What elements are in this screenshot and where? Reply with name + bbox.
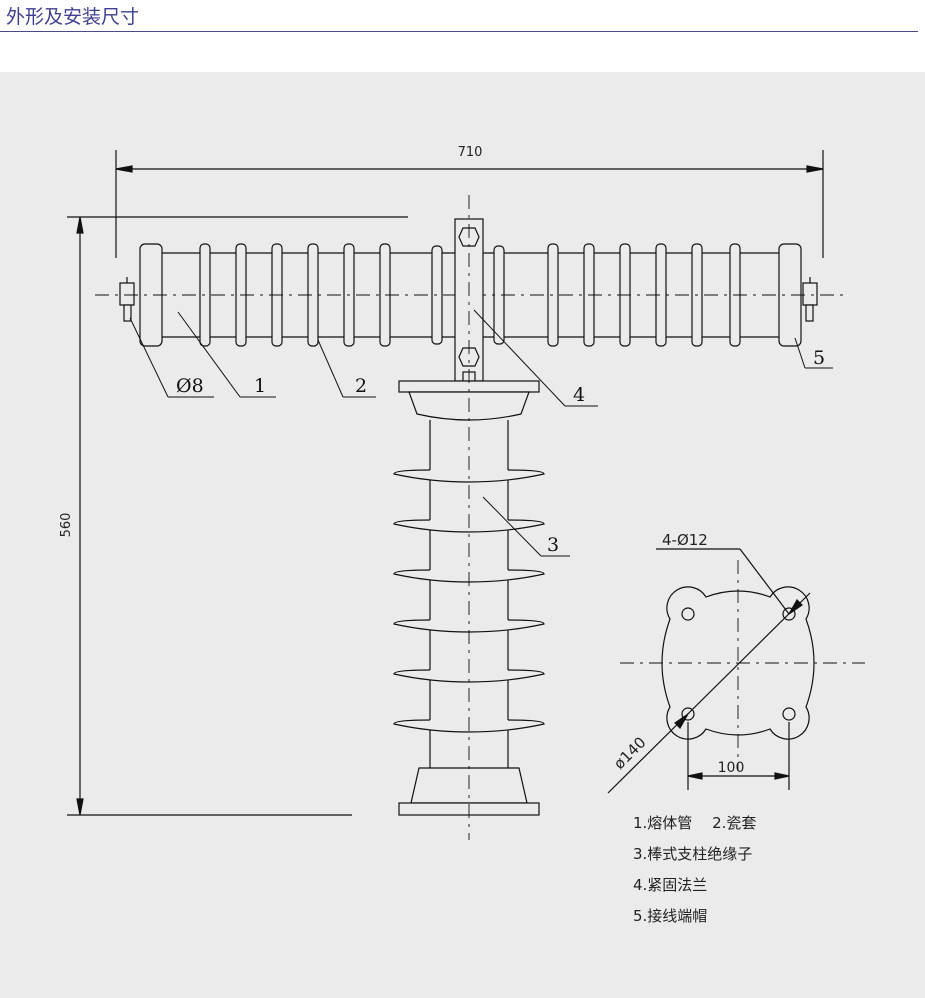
clamp-flange xyxy=(454,218,484,382)
callout-4: 4 xyxy=(573,384,585,406)
fuse-diameter-label: Ø8 xyxy=(176,375,204,397)
height-dimension: 560 xyxy=(59,216,408,816)
callout-5: 5 xyxy=(813,347,825,369)
width-dimension: 710 xyxy=(115,145,824,258)
hole-spacing-label: 100 xyxy=(718,760,745,776)
width-dim-label: 710 xyxy=(458,145,483,160)
callout-2: 2 xyxy=(355,375,367,397)
circle-diameter-label: ø140 xyxy=(610,733,649,772)
callout-1: 1 xyxy=(254,375,266,397)
parts-legend: 1.熔体管 2.瓷套 3.棒式支柱绝缘子 4.紧固法兰 5.接线端帽 xyxy=(633,814,756,925)
legend-line-3: 4.紧固法兰 xyxy=(633,876,707,894)
title-underline xyxy=(0,31,918,32)
callout-3: 3 xyxy=(547,534,559,556)
flange-plan-view xyxy=(607,548,865,794)
fuse-tube xyxy=(95,243,845,347)
hole-spec-label: 4-Ø12 xyxy=(662,531,708,549)
legend-line-1: 1.熔体管 2.瓷套 xyxy=(633,814,756,832)
page-title: 外形及安装尺寸 xyxy=(6,6,140,28)
legend-line-4: 5.接线端帽 xyxy=(633,907,707,925)
legend-line-2: 3.棒式支柱绝缘子 xyxy=(633,845,752,863)
post-insulator xyxy=(393,195,545,840)
height-dim-label: 560 xyxy=(59,513,74,538)
callout-leaders xyxy=(129,309,833,557)
